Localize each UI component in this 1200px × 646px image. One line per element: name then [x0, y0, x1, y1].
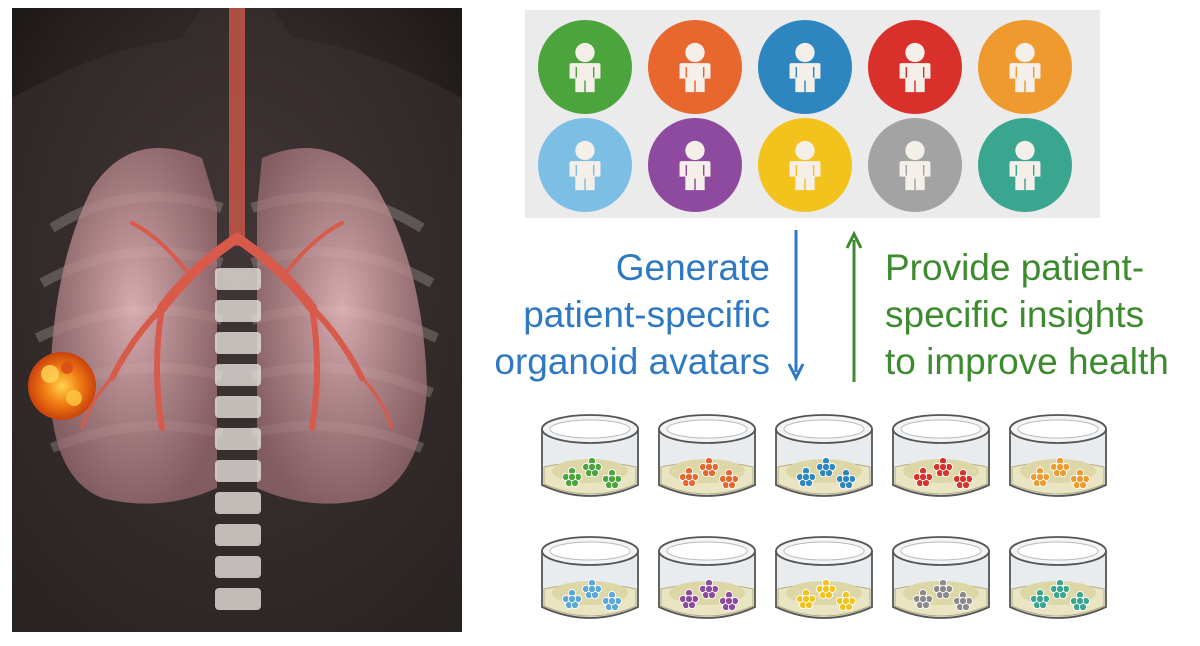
patient-avatar — [978, 118, 1072, 212]
lung-tumor-illustration — [12, 8, 462, 632]
caption-line: to improve health — [885, 341, 1169, 382]
patient-avatar — [758, 20, 852, 114]
person-icon — [679, 140, 711, 191]
person-icon — [569, 42, 601, 93]
petri-dish-icon — [658, 414, 756, 497]
arrow-up-icon — [845, 230, 863, 382]
person-icon — [899, 140, 931, 191]
person-icon — [899, 42, 931, 93]
person-icon — [679, 42, 711, 93]
person-icon — [1009, 140, 1041, 191]
caption-line: organoid avatars — [494, 341, 770, 382]
person-icon — [789, 140, 821, 191]
patient-avatar — [648, 118, 742, 212]
tumor — [28, 352, 96, 420]
patient-avatar — [538, 20, 632, 114]
generate-organoids-caption: Generate patient-specific organoid avata… — [450, 244, 770, 385]
petri-dish-icon — [658, 536, 756, 619]
petri-dish-icon — [775, 536, 873, 619]
petri-dish-icon — [541, 536, 639, 619]
person-icon — [1009, 42, 1041, 93]
petri-dish-icon — [892, 536, 990, 619]
patient-avatar — [648, 20, 742, 114]
caption-line: Provide patient- — [885, 247, 1145, 288]
patient-icons-panel — [525, 10, 1100, 218]
petri-dish-icon — [892, 414, 990, 497]
caption-line: Generate — [615, 247, 770, 288]
patient-avatar — [868, 20, 962, 114]
patient-avatar — [978, 20, 1072, 114]
caption-line: patient-specific — [523, 294, 770, 335]
petri-dish-icon — [1009, 536, 1107, 619]
person-icon — [569, 140, 601, 191]
patient-avatar — [868, 118, 962, 212]
person-icon — [789, 42, 821, 93]
provide-insights-caption: Provide patient- specific insights to im… — [885, 244, 1195, 385]
petri-dish-icon — [541, 414, 639, 497]
patient-avatar — [538, 118, 632, 212]
patient-avatar — [758, 118, 852, 212]
caption-line: specific insights — [885, 294, 1145, 335]
petri-dish-icon — [1009, 414, 1107, 497]
petri-dish-icon — [775, 414, 873, 497]
arrow-down-icon — [787, 230, 805, 382]
